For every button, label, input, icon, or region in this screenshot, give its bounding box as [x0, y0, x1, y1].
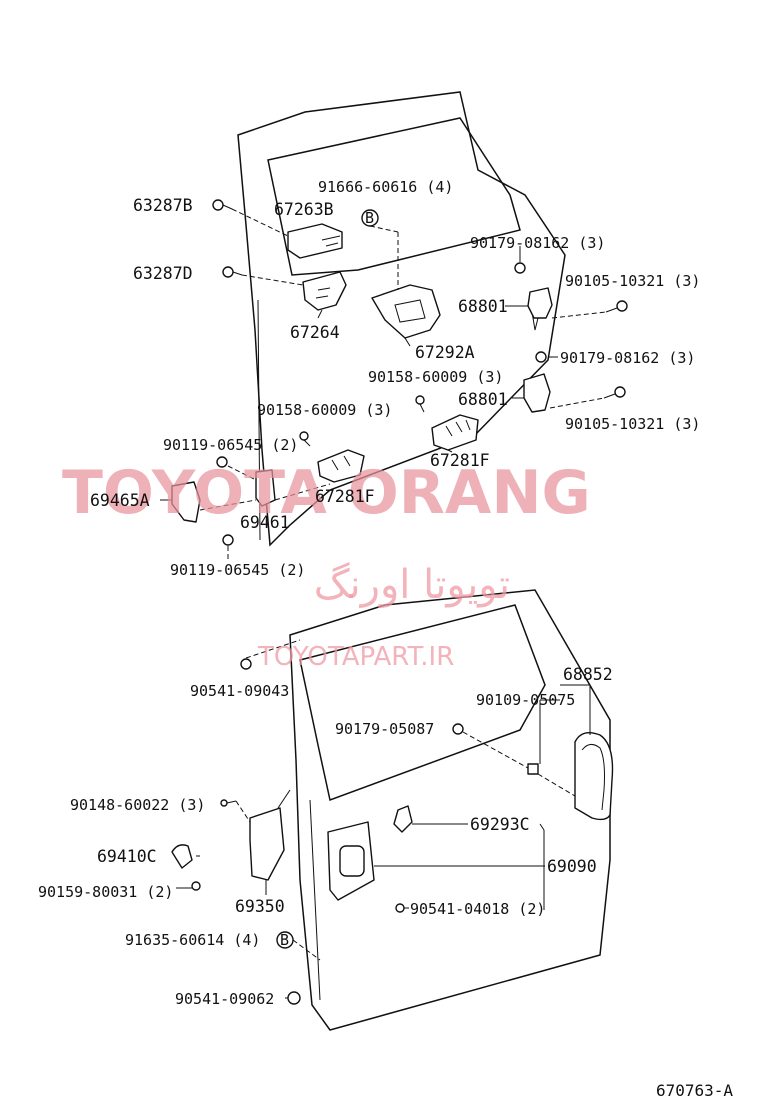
label-90541-04018: 90541-04018 (2): [410, 900, 545, 918]
label-68801-a: 68801: [458, 297, 508, 316]
label-67281F-a: 67281F: [430, 451, 490, 470]
label-67263B: 67263B: [274, 200, 334, 219]
diagram-code: 670763-A: [656, 1081, 733, 1100]
marker-b-lower-label: B: [280, 931, 289, 949]
part-90179-nut-1: [514, 262, 526, 274]
label-69293C: 69293C: [470, 815, 530, 834]
part-67263B-hinge-cover: [287, 223, 343, 259]
part-69461-hinge-plate: [255, 469, 276, 507]
label-63287B: 63287B: [133, 196, 193, 215]
part-90158-bolt-1: [415, 395, 425, 413]
watermark: TOYOTA ORANG تویوتا اورنگ TOYOTAPART.IR: [62, 458, 591, 672]
watermark-persian: تویوتا اورنگ: [314, 562, 510, 608]
part-90119-bolt-1: [216, 456, 228, 468]
part-69293C-lever: [393, 805, 413, 833]
label-90105-10321-b: 90105-10321 (3): [565, 415, 700, 433]
part-90179-nut-2: [535, 351, 547, 363]
label-90541-09043: 90541-09043: [190, 682, 289, 700]
part-90179-nut-3: [452, 723, 464, 735]
marker-b-lower: B: [276, 931, 294, 949]
part-69090-handle: [327, 821, 375, 901]
label-90105-10321-a: 90105-10321 (3): [565, 272, 700, 290]
label-90109-05075: 90109-05075: [476, 691, 575, 709]
label-68852: 68852: [563, 665, 613, 684]
label-69465A: 69465A: [90, 491, 150, 510]
part-90109-screw: [527, 763, 539, 775]
part-67292A-bracket: [371, 284, 441, 339]
part-labels: 63287B 67263B 91666-60616 (4) 63287D 901…: [38, 178, 700, 1008]
label-68801-b: 68801: [458, 390, 508, 409]
label-69461: 69461: [240, 513, 290, 532]
part-90159-screw: [191, 881, 201, 891]
part-63287D-bolt: [222, 266, 243, 278]
part-90541-bumper-1: [240, 658, 252, 670]
part-69465A-cover: [171, 481, 201, 523]
label-91666-60616: 91666-60616 (4): [318, 178, 453, 196]
label-90119-06545-b: 90119-06545 (2): [170, 561, 305, 579]
label-90179-08162-b: 90179-08162 (3): [560, 349, 695, 367]
part-67264-hinge: [302, 271, 347, 311]
part-67281F-roller-1: [431, 414, 479, 451]
label-69410C: 69410C: [97, 847, 157, 866]
label-90119-06545-a: 90119-06545 (2): [163, 436, 298, 454]
part-90119-bolt-2: [222, 534, 234, 546]
part-90105-bolt-1: [605, 300, 628, 313]
part-68801-striker-2: [523, 373, 551, 413]
part-69410C-knob: [171, 844, 193, 869]
part-68801-striker-1: [527, 287, 553, 319]
label-90148-60022: 90148-60022 (3): [70, 796, 205, 814]
label-69090: 69090: [547, 857, 597, 876]
part-68852-lamp-cover: [574, 732, 614, 821]
label-63287D: 63287D: [133, 264, 193, 283]
label-91635-60614: 91635-60614 (4): [125, 931, 260, 949]
lower-door-panel: [289, 589, 611, 1031]
label-67292A: 67292A: [415, 343, 475, 362]
label-69350: 69350: [235, 897, 285, 916]
leader-lines: [160, 208, 607, 999]
label-90159-80031: 90159-80031 (2): [38, 883, 173, 901]
label-90158-60009-a: 90158-60009 (3): [368, 368, 503, 386]
part-69350-lock: [249, 789, 291, 881]
part-90148-screw: [220, 799, 237, 807]
part-90541-bumper-2: [395, 903, 405, 913]
label-67281F-b: 67281F: [315, 487, 375, 506]
watermark-url: TOYOTAPART.IR: [257, 642, 454, 672]
label-90179-08162-a: 90179-08162 (3): [470, 234, 605, 252]
part-90541-bumper-3: [287, 991, 301, 1005]
label-67264: 67264: [290, 323, 340, 342]
label-90179-05087: 90179-05087: [335, 720, 434, 738]
part-90105-bolt-2: [603, 386, 626, 399]
marker-b-upper-label: B: [365, 209, 374, 227]
label-90541-09062: 90541-09062: [175, 990, 274, 1008]
part-63287B-bolt: [212, 199, 233, 211]
marker-b-upper: B: [361, 209, 379, 227]
part-90158-bolt-2: [299, 431, 311, 447]
watermark-main: TOYOTA ORANG: [62, 458, 591, 528]
label-90158-60009-b: 90158-60009 (3): [257, 401, 392, 419]
part-67281F-roller-2: [317, 449, 365, 483]
